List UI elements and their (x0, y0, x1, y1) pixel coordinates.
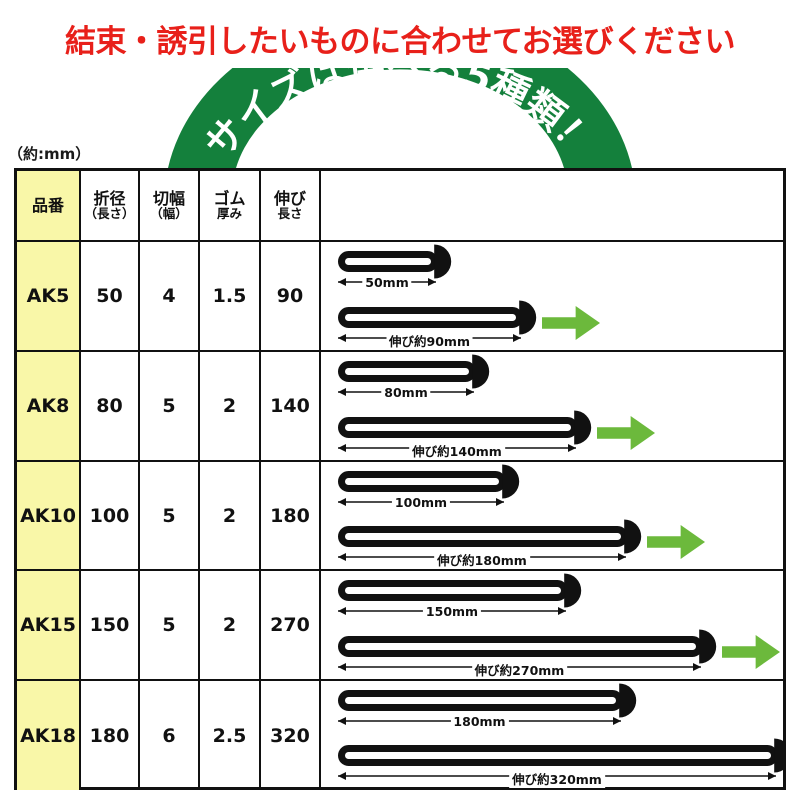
cell-product-code: AK10 (17, 462, 81, 569)
page-title: 結束・誘引したいものに合わせてお選びください (64, 24, 736, 60)
stretch-direction-arrow (722, 635, 780, 669)
cell-cut-width: 5 (140, 571, 200, 679)
spec-table: 品番 折径 （長さ） 切幅 （幅） ゴム 厚み (14, 168, 786, 790)
stretched-band-shape (337, 300, 556, 335)
folded-dimension-label: 150mm (422, 604, 482, 619)
unit-note: （約:mm） (8, 145, 91, 163)
cell-fold-diameter: 150 (81, 571, 140, 679)
header-diagram (321, 171, 783, 240)
folded-band-shape (337, 573, 601, 608)
folded-band-shape (337, 244, 471, 279)
stretch-direction-arrow (597, 416, 655, 450)
cell-stretch-length: 90 (261, 242, 321, 350)
header-stretch-length: 伸び 長さ (261, 171, 321, 240)
stretched-dimension-label: 伸び約140mm (409, 441, 505, 460)
cell-cut-width: 5 (140, 352, 200, 460)
cell-stretch-length: 180 (261, 462, 321, 569)
cell-cut-width: 4 (140, 242, 200, 350)
table-row: AK8805214080mm伸び約140mm切幅 5mm (17, 352, 783, 462)
stretched-band-shape (337, 410, 611, 445)
stretched-dimension-label: 伸び約320mm (509, 769, 605, 788)
cell-stretch-length: 320 (261, 681, 321, 790)
cell-cut-width: 6 (140, 681, 200, 790)
size-variants-banner: サイズは選べる5種類！ (160, 68, 640, 168)
cell-rubber-thickness: 2 (200, 352, 261, 460)
header-product-code: 品番 (17, 171, 81, 240)
stretched-band-shape (337, 519, 661, 554)
folded-band-shape (337, 683, 656, 718)
cell-product-code: AK15 (17, 571, 81, 679)
header-rubber-thickness: ゴム 厚み (200, 171, 261, 240)
folded-dimension-label: 50mm (362, 275, 412, 290)
cell-rubber-thickness: 2.5 (200, 681, 261, 790)
cell-fold-diameter: 180 (81, 681, 140, 790)
banner-arc-shape (168, 68, 632, 168)
cell-diagram: 100mm 伸び約180mm (321, 462, 783, 569)
folded-dimension-label: 180mm (450, 714, 509, 729)
stretched-dimension-label: 伸び約90mm (386, 331, 473, 350)
cell-stretch-length: 270 (261, 571, 321, 679)
cell-rubber-thickness: 1.5 (200, 242, 261, 350)
cell-fold-diameter: 50 (81, 242, 140, 350)
cell-stretch-length: 140 (261, 352, 321, 460)
folded-dimension-label: 100mm (391, 495, 451, 510)
cell-diagram: 80mm伸び約140mm切幅 5mm (321, 352, 783, 460)
cell-rubber-thickness: 2 (200, 571, 261, 679)
header-cut-width: 切幅 （幅） (140, 171, 200, 240)
cell-fold-diameter: 100 (81, 462, 140, 569)
stretched-band-shape (337, 629, 736, 664)
stretch-direction-arrow (542, 306, 600, 340)
cell-cut-width: 5 (140, 462, 200, 569)
cell-product-code: AK5 (17, 242, 81, 350)
stretched-dimension-label: 伸び約180mm (434, 550, 530, 569)
cell-diagram: 50mm伸び約90mm切幅 4mm (321, 242, 783, 350)
table-header-row: 品番 折径 （長さ） 切幅 （幅） ゴム 厚み (17, 171, 783, 242)
stretch-direction-arrow (647, 525, 705, 559)
cell-diagram: 150mm 伸び約270mm (321, 571, 783, 679)
stretched-dimension-label: 伸び約270mm (471, 660, 568, 679)
cell-rubber-thickness: 2 (200, 462, 261, 569)
header-fold-diameter: 折径 （長さ） (81, 171, 140, 240)
cell-product-code: AK8 (17, 352, 81, 460)
cell-product-code: AK18 (17, 681, 81, 790)
cell-diagram: 180mm伸び約320mm切幅 6mm (321, 681, 783, 790)
folded-band-shape (337, 464, 539, 499)
cell-fold-diameter: 80 (81, 352, 140, 460)
folded-band-shape (337, 354, 509, 389)
folded-dimension-label: 80mm (381, 385, 431, 400)
stretched-band-shape (337, 738, 783, 773)
